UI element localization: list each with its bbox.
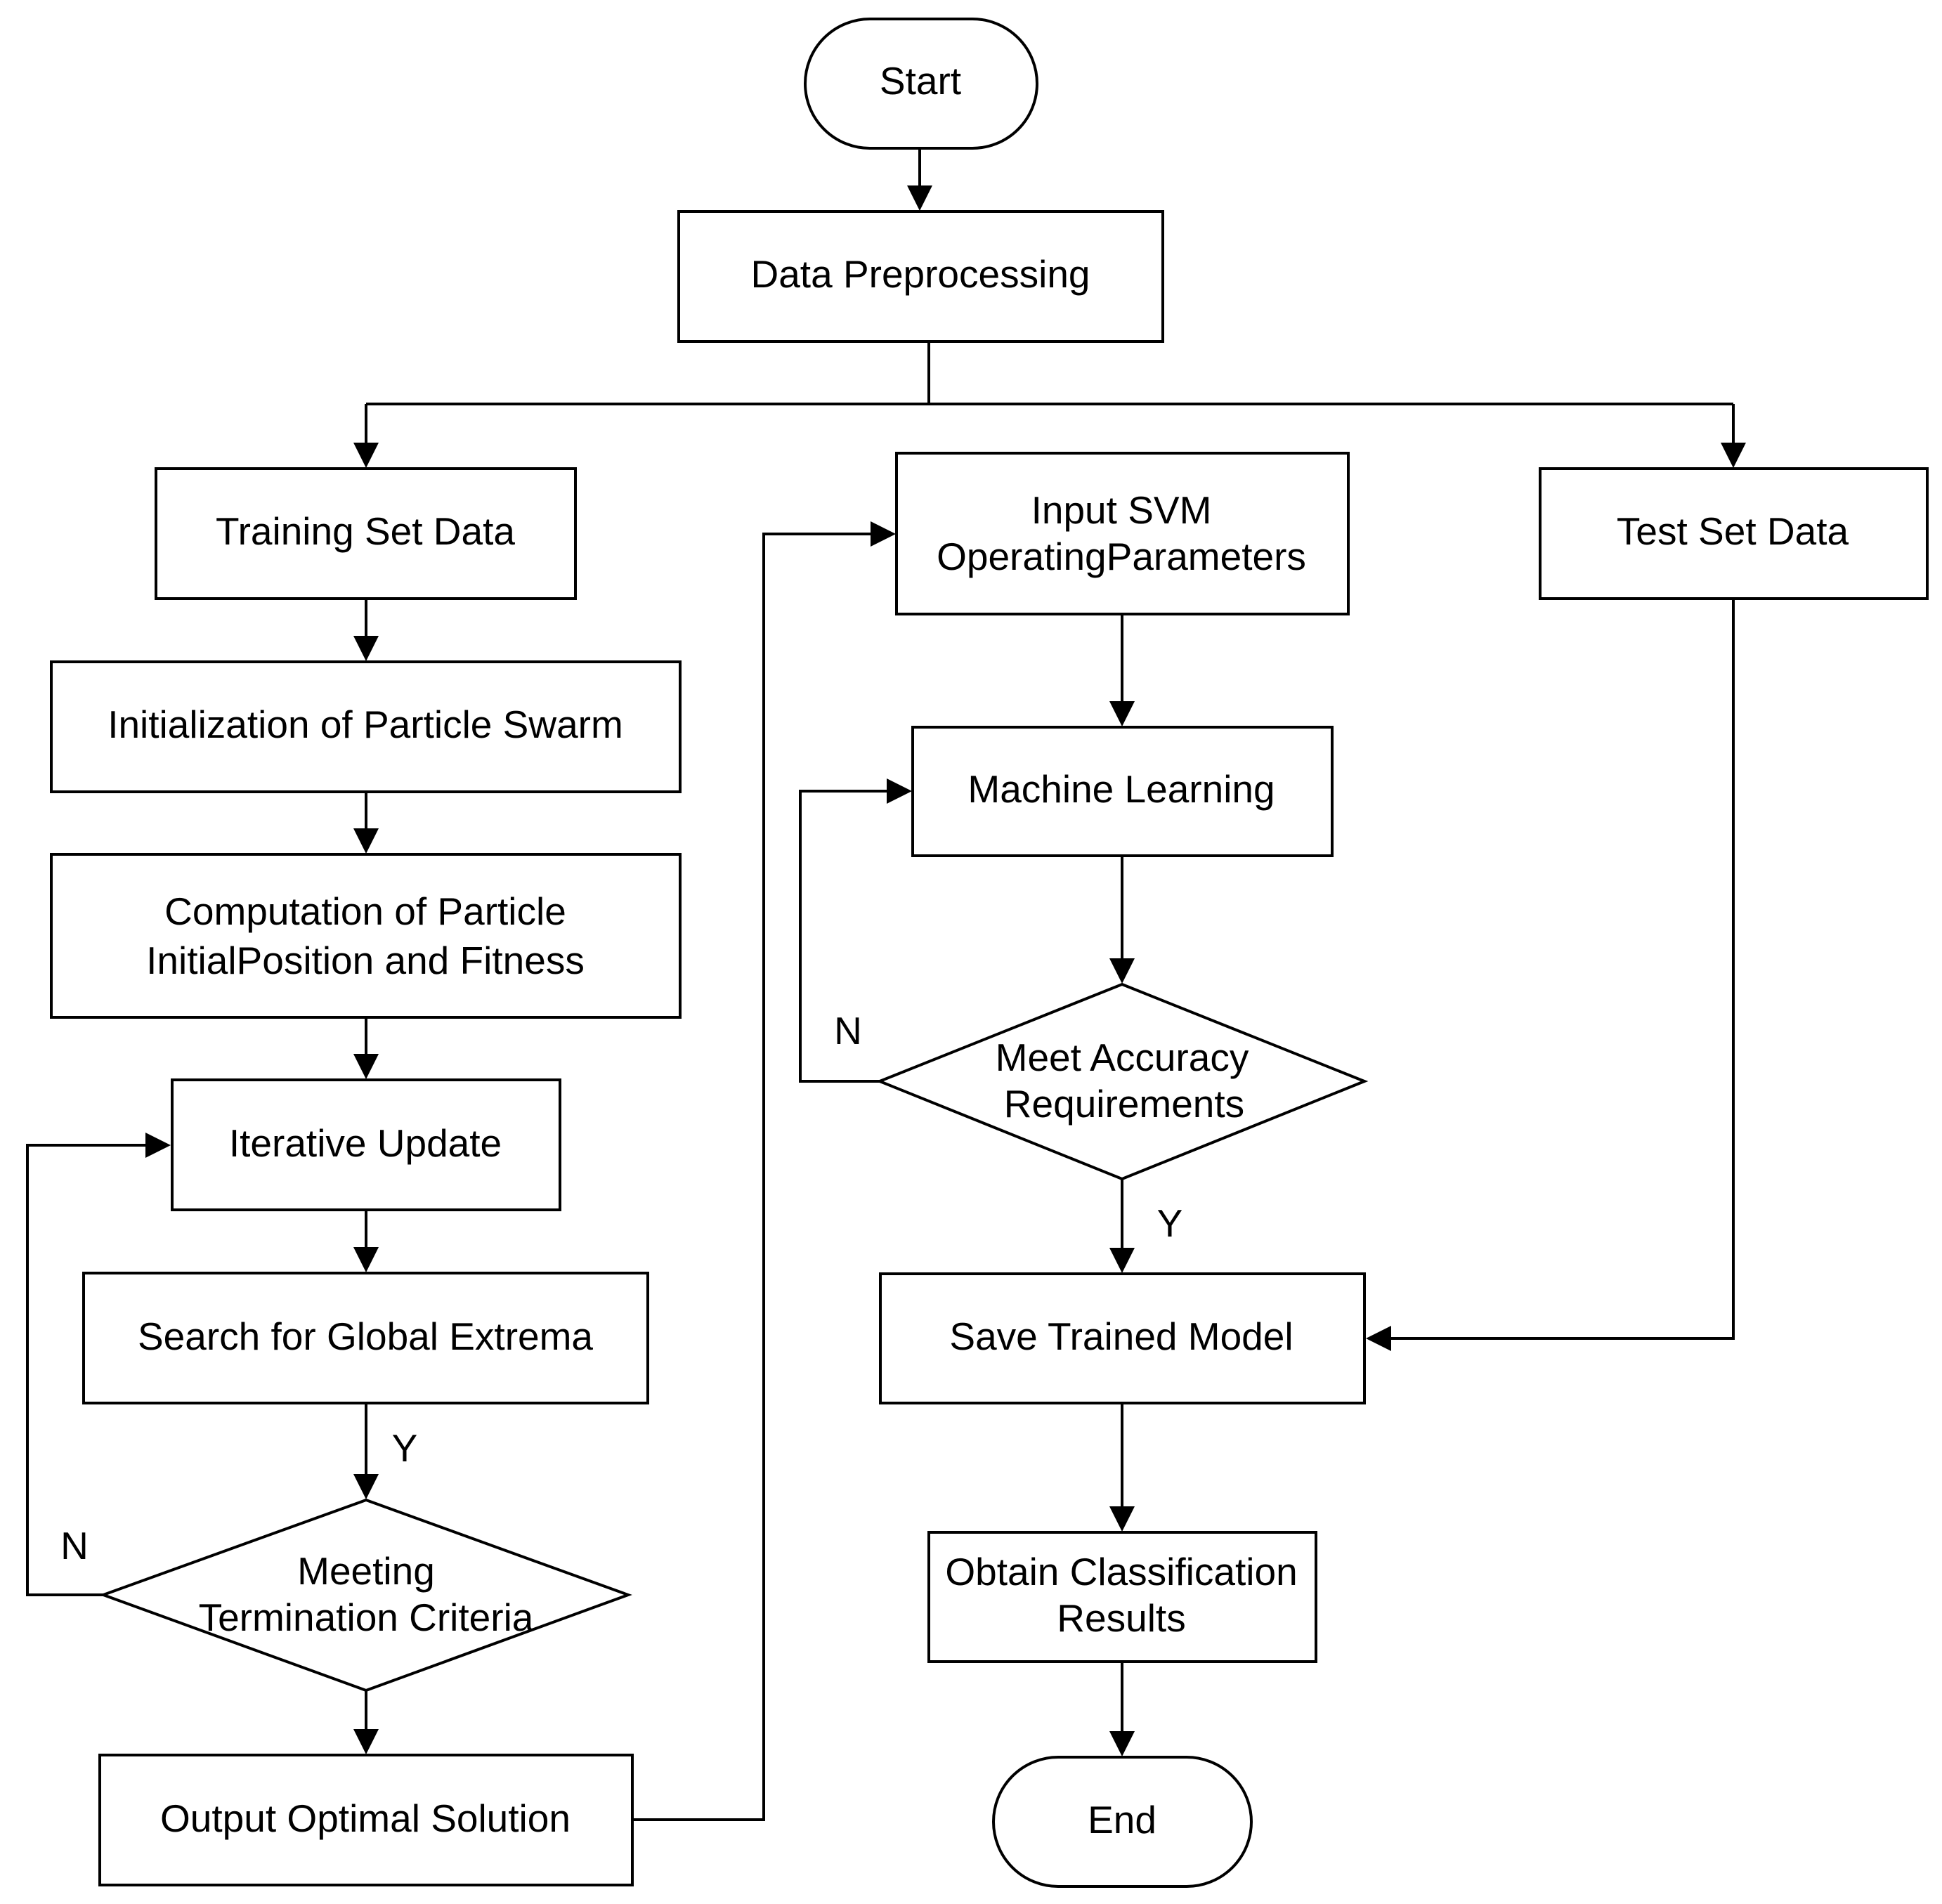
- nodes: [50, 18, 1929, 1888]
- input-svm-label-line-2: OperatingParameters: [937, 535, 1306, 578]
- save-model-box: [879, 1272, 1366, 1404]
- init-swarm-label: Initialization of Particle Swarm: [107, 703, 623, 746]
- end-label: End: [1088, 1798, 1156, 1841]
- input-svm-box: [895, 452, 1350, 615]
- search-global-label: Search for Global Extrema: [138, 1315, 593, 1358]
- arrowhead: [353, 828, 379, 854]
- arrowhead: [887, 778, 912, 804]
- meet-accuracy-label-line-2: Requirements: [1004, 1082, 1244, 1126]
- arrowhead: [353, 636, 379, 661]
- arrowhead: [145, 1133, 171, 1158]
- edge-termination-no-loop: [26, 1144, 162, 1596]
- arrowhead: [353, 443, 379, 468]
- arrowhead: [1721, 443, 1746, 468]
- meeting-termination-label-line-2: Termination Criteria: [199, 1596, 534, 1639]
- arrowhead: [907, 185, 932, 211]
- obtain-results-label-line-1: Obtain Classification: [945, 1550, 1297, 1593]
- arrowhead: [353, 1247, 379, 1272]
- edges: [26, 149, 1746, 1821]
- training-set-box: [155, 467, 577, 600]
- data-preprocessing-box: [677, 210, 1164, 343]
- edge-preprocessing-split: [366, 341, 1733, 405]
- end-terminal: [992, 1756, 1253, 1888]
- arrowhead: [1109, 1506, 1135, 1532]
- data-preprocessing-label: Data Preprocessing: [750, 252, 1090, 296]
- edge-test-to-save: [1374, 599, 1735, 1340]
- arrowhead: [1109, 958, 1135, 984]
- arrowhead: [1109, 1248, 1135, 1273]
- save-model-label: Save Trained Model: [949, 1315, 1293, 1358]
- arrowhead: [1366, 1326, 1391, 1351]
- meeting-termination-diamond: [99, 1498, 632, 1693]
- accuracy-yes-label: Y: [1157, 1201, 1183, 1245]
- obtain-results-box: [927, 1531, 1317, 1663]
- arrowhead: [353, 1054, 379, 1079]
- edge-labels: Y N N Y: [60, 1009, 1182, 1567]
- output-optimal-label: Output Optimal Solution: [160, 1797, 571, 1840]
- accuracy-no-label: N: [834, 1009, 862, 1052]
- computation-label-line-2: InitialPosition and Fitness: [146, 939, 585, 982]
- node-labels: Start Data Preprocessing Training Set Da…: [107, 59, 1849, 1841]
- meet-accuracy-diamond: [875, 982, 1369, 1181]
- obtain-results-label-line-2: Results: [1057, 1596, 1185, 1640]
- machine-learning-label: Machine Learning: [967, 767, 1275, 811]
- machine-learning-box: [911, 726, 1334, 857]
- computation-box: [50, 853, 682, 1019]
- output-optimal-box: [98, 1754, 634, 1886]
- search-global-box: [82, 1272, 649, 1404]
- start-label: Start: [880, 59, 961, 103]
- arrowhead: [353, 1474, 379, 1499]
- iterative-update-box: [171, 1078, 561, 1211]
- termination-no-label: N: [60, 1524, 89, 1567]
- test-set-box: [1539, 467, 1929, 600]
- edge-output-to-input-svm: [632, 533, 887, 1821]
- meet-accuracy-label-line-1: Meet Accuracy: [996, 1036, 1249, 1079]
- iterative-update-label: Iterative Update: [229, 1121, 502, 1165]
- arrowhead: [1109, 1731, 1135, 1756]
- termination-yes-label: Y: [392, 1426, 418, 1470]
- meeting-termination-label-line-1: Meeting: [297, 1549, 435, 1593]
- computation-label-line-1: Computation of Particle: [164, 889, 566, 933]
- input-svm-label-line-1: Input SVM: [1031, 488, 1212, 532]
- arrowhead: [1109, 701, 1135, 726]
- start-terminal: [804, 18, 1038, 150]
- arrowhead: [871, 521, 896, 547]
- init-swarm-box: [50, 660, 682, 793]
- edge-accuracy-no-loop: [799, 790, 904, 1083]
- arrowhead: [353, 1729, 379, 1754]
- test-set-label: Test Set Data: [1617, 509, 1849, 553]
- training-set-label: Training Set Data: [216, 509, 515, 553]
